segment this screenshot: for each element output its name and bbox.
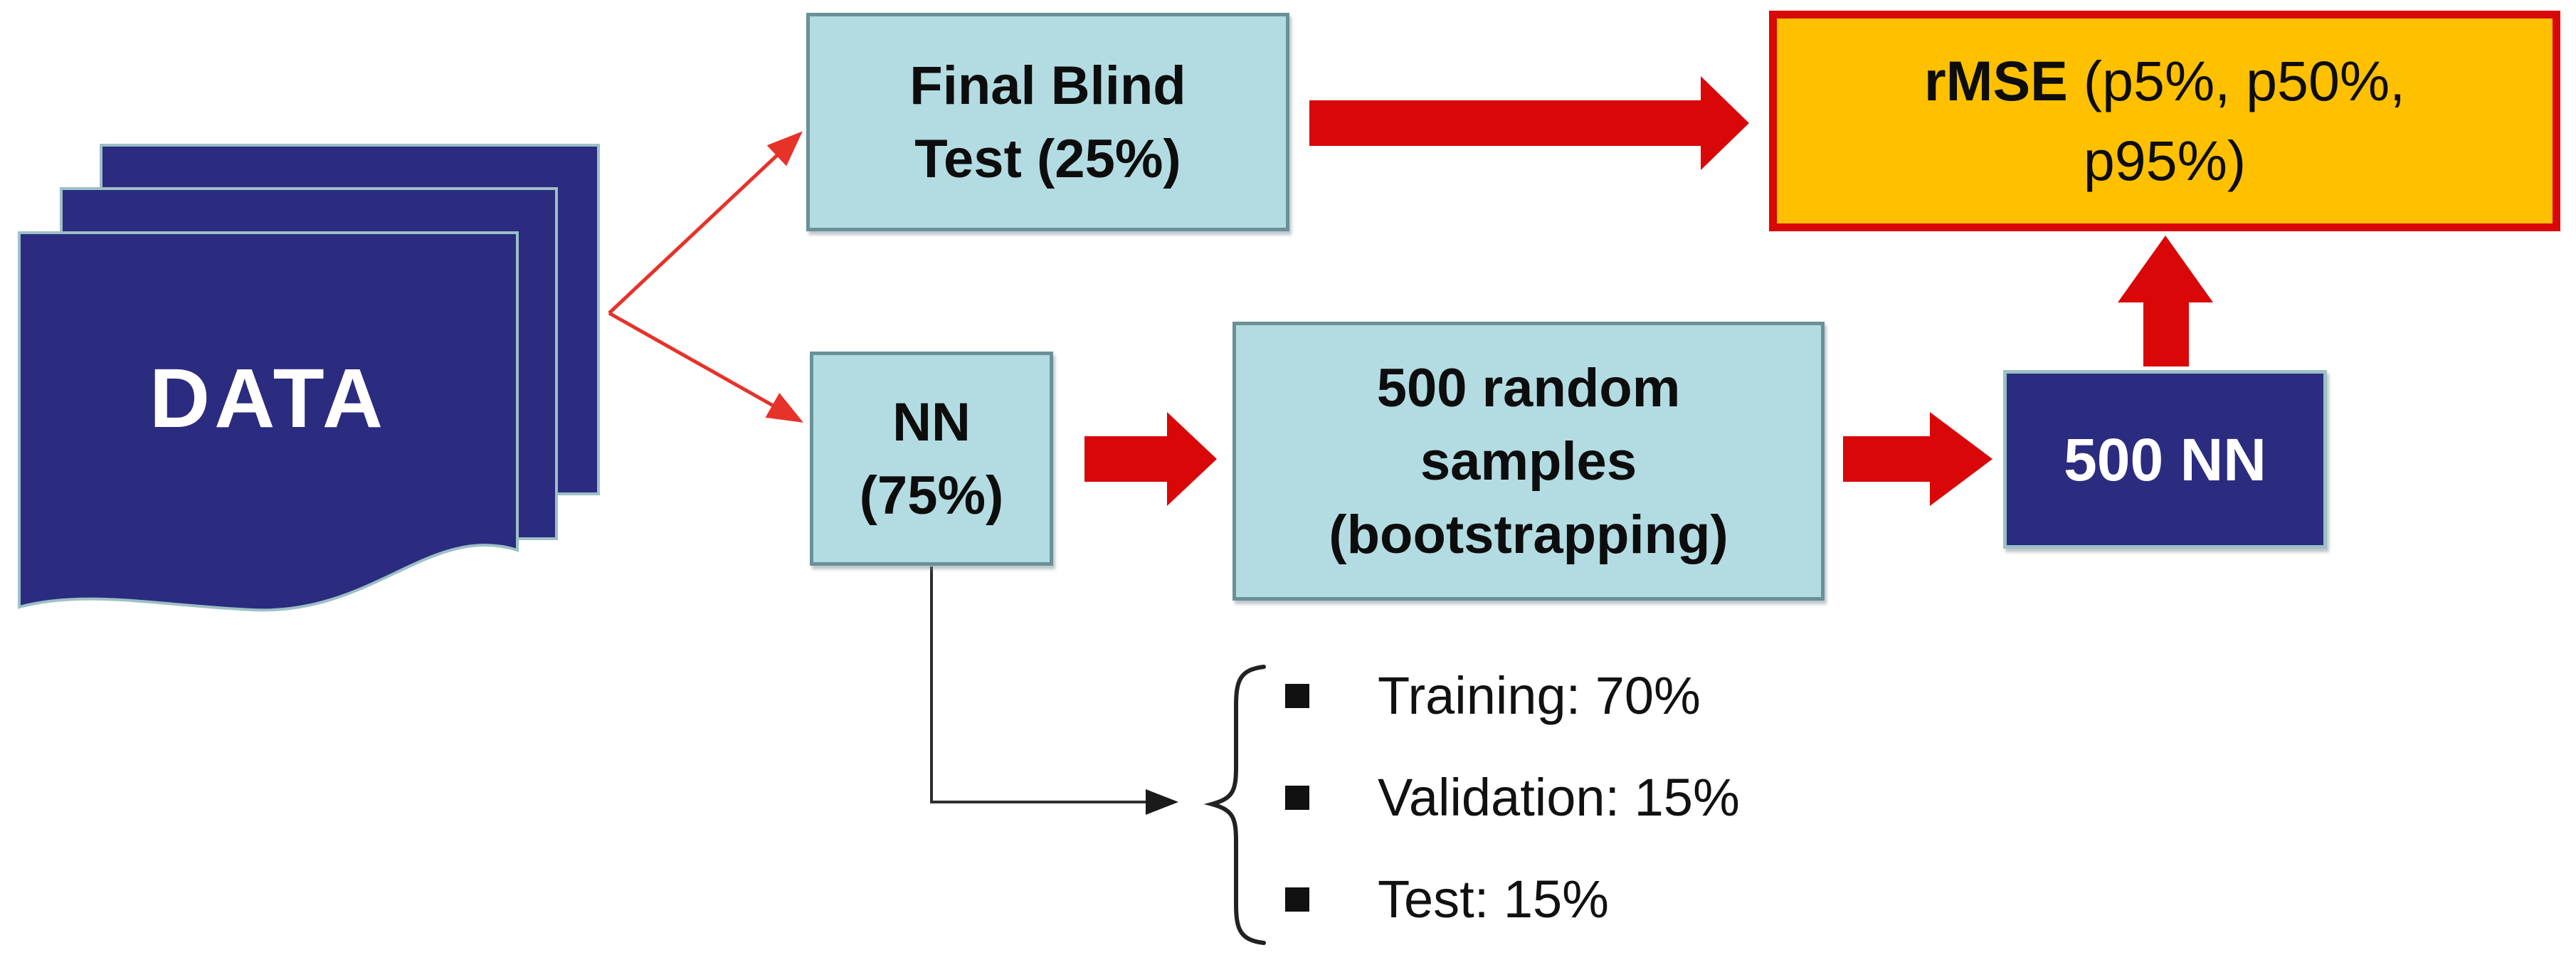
bootstrap-label-line3: (bootstrapping) [1329, 504, 1728, 565]
split-percentages-list: Training: 70% Validation: 15% Test: 15% [1285, 645, 1740, 950]
nn500-label: 500 NN [2064, 426, 2266, 493]
final-blind-test-label-line1: Final Blind [909, 55, 1186, 116]
split-arrow-to-final-test [608, 131, 803, 315]
final-blind-test-label-line2: Test (25%) [914, 128, 1181, 189]
split-item-validation: Validation: 15% [1378, 768, 1740, 827]
split-list-brace [1203, 665, 1266, 945]
nn-label-line2: (75%) [859, 465, 1004, 526]
rmse-label-bold: rMSE [1923, 49, 2068, 112]
rmse-label-line1: rMSE (p5%, p50%, [1924, 41, 2405, 121]
rmse-label-line2: p95%) [2083, 129, 2247, 192]
thick-arrow-bootstrap-to-500nn [1843, 412, 1992, 506]
bootstrap-samples-box: 500 random samples (bootstrapping) [1232, 322, 1825, 601]
bullet-square-icon [1285, 683, 1309, 708]
list-item: Test: 15% [1285, 848, 1740, 950]
thick-arrow-500nn-to-rmse-up [2118, 236, 2213, 366]
split-item-test: Test: 15% [1378, 870, 1609, 929]
nn-box: NN (75%) [810, 352, 1053, 566]
nn-split-connector-line [930, 566, 1178, 815]
rmse-result-box: rMSE (p5%, p50%, p95%) [1769, 11, 2560, 231]
nn500-box: 500 NN [2003, 370, 2327, 549]
thick-arrow-nn-to-bootstrap [1084, 412, 1217, 506]
nn-label-line1: NN [892, 391, 971, 453]
list-item: Validation: 15% [1285, 747, 1740, 848]
data-stack-label: DATA [149, 352, 388, 445]
split-item-training: Training: 70% [1378, 666, 1701, 725]
bootstrap-label-line1: 500 random [1376, 357, 1681, 418]
split-arrow-to-nn [608, 311, 803, 423]
rmse-label-line1-rest: (p5%, p50%, [2067, 49, 2406, 112]
list-item: Training: 70% [1285, 645, 1740, 747]
thick-arrow-finaltest-to-rmse [1309, 76, 1749, 170]
bullet-square-icon [1285, 785, 1309, 810]
bullet-square-icon [1285, 887, 1309, 912]
final-blind-test-box: Final Blind Test (25%) [806, 13, 1289, 231]
bootstrap-label-line2: samples [1420, 431, 1637, 492]
